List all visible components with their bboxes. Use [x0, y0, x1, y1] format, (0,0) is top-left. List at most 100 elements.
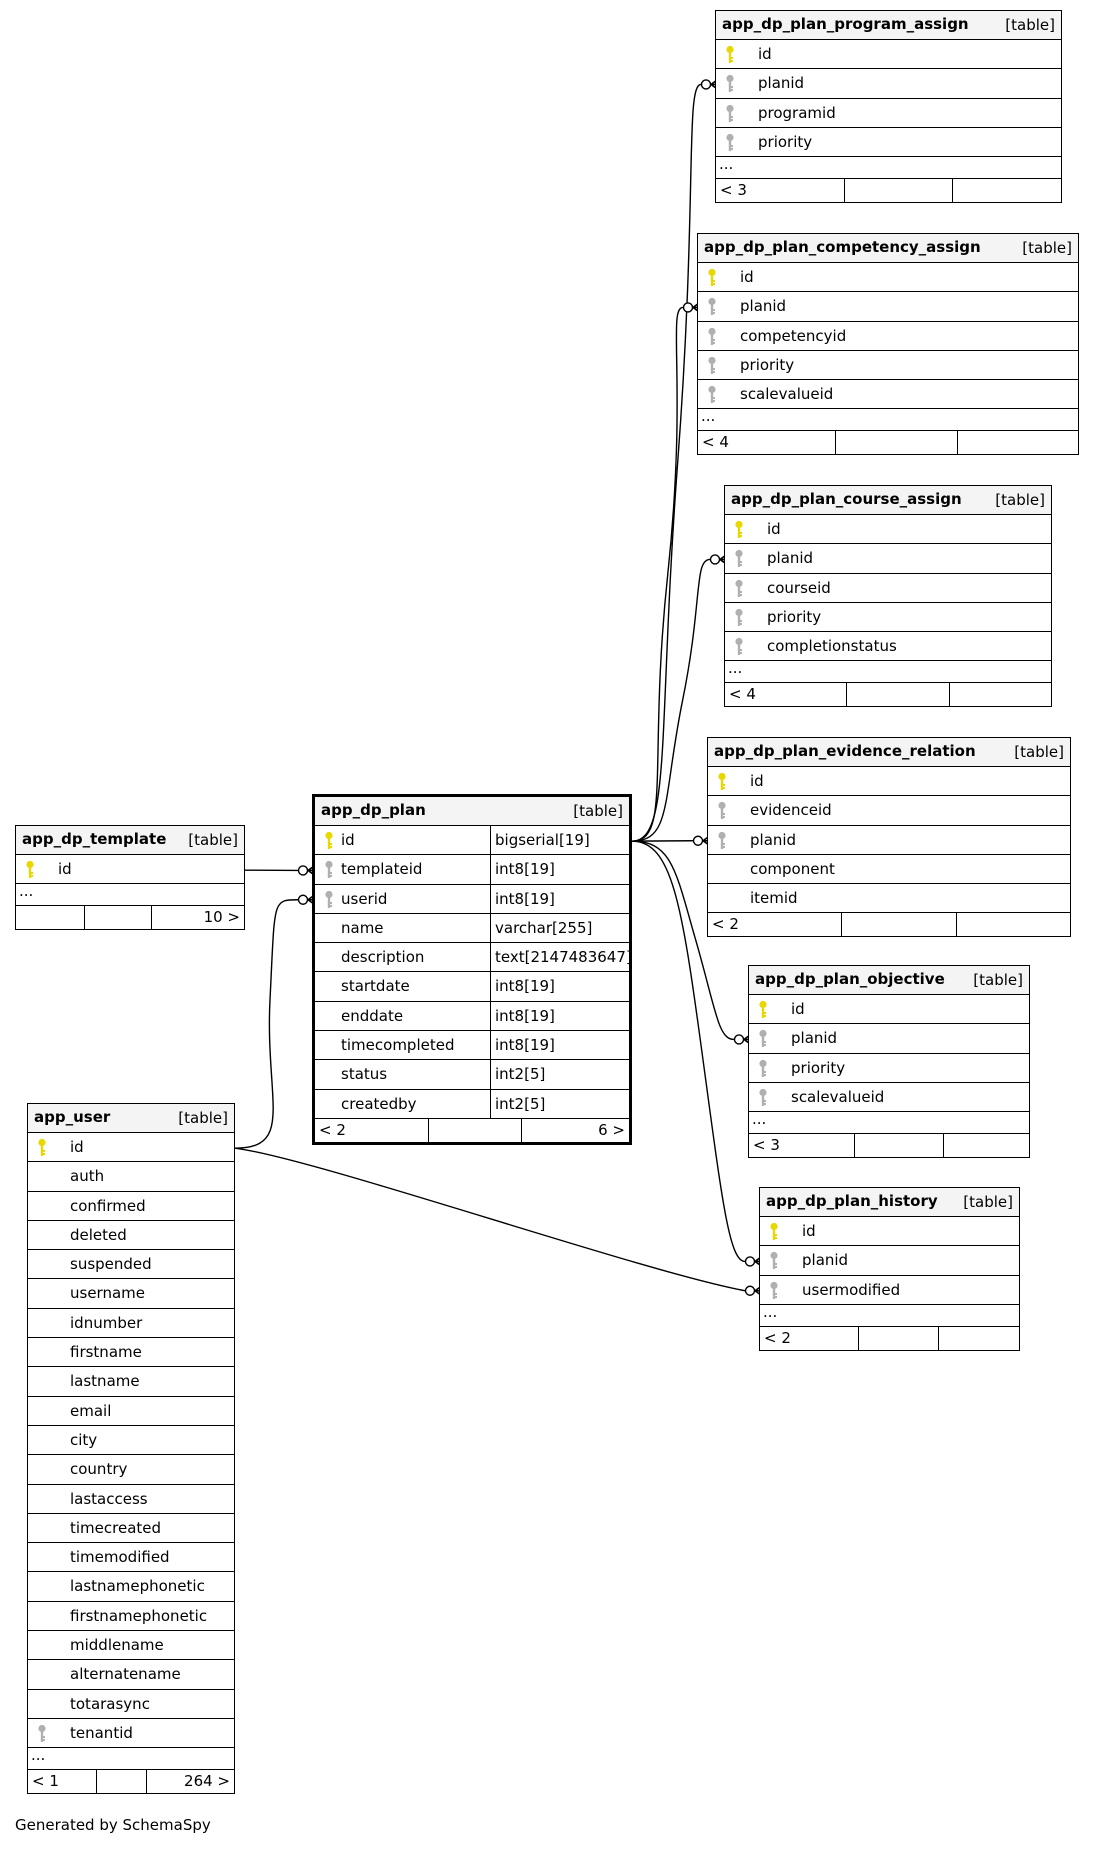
table-name[interactable]: app_dp_plan_competency_assign	[704, 238, 981, 256]
column-row[interactable]: priority	[716, 128, 1061, 158]
parent-count[interactable]: < 4	[702, 433, 729, 452]
parent-count[interactable]: < 4	[729, 685, 756, 704]
column-row[interactable]: scalevalueid	[749, 1083, 1029, 1113]
column-row[interactable]: planid	[708, 826, 1070, 855]
column-row[interactable]: priority	[749, 1054, 1029, 1083]
table-name[interactable]: app_dp_plan_program_assign	[722, 15, 969, 33]
column-row[interactable]: id	[708, 767, 1070, 797]
column-name: timemodified	[70, 1548, 170, 1567]
column-row[interactable]: lastname	[28, 1367, 234, 1397]
column-row[interactable]: username	[28, 1279, 234, 1309]
column-row[interactable]: totarasync	[28, 1690, 234, 1719]
column-row[interactable]: planid	[725, 544, 1051, 574]
table-name[interactable]: app_dp_template	[22, 830, 167, 848]
column-row[interactable]: planid	[698, 292, 1078, 322]
table-name[interactable]: app_dp_plan_history	[766, 1192, 938, 1210]
primary-key-icon	[706, 268, 718, 288]
column-name: totarasync	[70, 1694, 150, 1713]
column-row[interactable]: itemid	[708, 884, 1070, 914]
column-row[interactable]: planid	[716, 69, 1061, 99]
child-count[interactable]: 264 >	[184, 1772, 230, 1791]
parent-count[interactable]: < 2	[712, 915, 739, 934]
column-row[interactable]: email	[28, 1397, 234, 1426]
column-row[interactable]: city	[28, 1426, 234, 1456]
column-row[interactable]: timecreated	[28, 1514, 234, 1544]
column-row[interactable]: tenantid	[28, 1719, 234, 1749]
more-columns-ellipsis: ...	[749, 1110, 1029, 1135]
edge-user-to-plan	[234, 899, 299, 1149]
column-row[interactable]: timemodified	[28, 1543, 234, 1573]
column-row[interactable]: suspended	[28, 1250, 234, 1280]
crowfoot-icon	[692, 835, 711, 847]
column-row[interactable]: priority	[725, 603, 1051, 633]
parent-count[interactable]: < 3	[753, 1136, 780, 1155]
column-name: id	[740, 268, 754, 286]
primary-key-icon	[24, 860, 36, 880]
table-name[interactable]: app_dp_plan_evidence_relation	[714, 742, 976, 760]
column-row[interactable]: id	[760, 1217, 1019, 1247]
column-row[interactable]: scalevalueid	[698, 380, 1078, 410]
column-name: firstnamephonetic	[70, 1606, 208, 1625]
column-row[interactable]: courseid	[725, 574, 1051, 603]
column-row[interactable]: competencyid	[698, 322, 1078, 351]
column-row[interactable]: evidenceid	[708, 796, 1070, 826]
more-columns-ellipsis: ...	[760, 1303, 1019, 1327]
column-row[interactable]: planid	[749, 1024, 1029, 1054]
column-row[interactable]: id	[28, 1133, 234, 1163]
table-template[interactable]: app_dp_template[table]id...10 >	[15, 825, 245, 931]
column-row[interactable]: priority	[698, 351, 1078, 381]
column-row[interactable]: id	[698, 263, 1078, 293]
column-row[interactable]: auth	[28, 1162, 234, 1192]
column-row[interactable]: planid	[760, 1246, 1019, 1276]
column-row[interactable]: programid	[716, 99, 1061, 128]
parent-count[interactable]: < 2	[319, 1120, 346, 1139]
column-name: priority	[740, 355, 795, 374]
child-count[interactable]: 6 >	[598, 1120, 625, 1139]
column-row[interactable]: component	[708, 855, 1070, 885]
parent-count[interactable]: < 3	[720, 181, 747, 200]
column-row[interactable]: lastaccess	[28, 1485, 234, 1514]
column-row[interactable]: idnumber	[28, 1309, 234, 1339]
column-row[interactable]: middlename	[28, 1631, 234, 1661]
child-count[interactable]: 10 >	[203, 908, 240, 927]
column-row[interactable]: id	[16, 855, 244, 885]
table-name[interactable]: app_user	[34, 1108, 111, 1126]
column-row[interactable]: alternatename	[28, 1660, 234, 1690]
crowfoot-icon	[744, 1285, 763, 1297]
column-row[interactable]: id	[716, 40, 1061, 70]
column-row[interactable]: lastnamephonetic	[28, 1572, 234, 1602]
table-name[interactable]: app_dp_plan_course_assign	[731, 490, 962, 508]
column-row[interactable]: usermodified	[760, 1276, 1019, 1305]
table-name[interactable]: app_dp_plan_objective	[755, 970, 945, 988]
parent-count[interactable]: < 1	[32, 1772, 59, 1791]
foreign-key-icon	[733, 579, 745, 599]
column-row[interactable]: id	[725, 515, 1051, 545]
parent-count[interactable]: < 2	[764, 1328, 791, 1347]
column-row[interactable]: deleted	[28, 1221, 234, 1251]
table-name[interactable]: app_dp_plan	[321, 801, 426, 819]
column-row[interactable]: id	[749, 995, 1029, 1025]
column-row[interactable]: firstname	[28, 1338, 234, 1368]
column-row[interactable]: confirmed	[28, 1192, 234, 1221]
column-row[interactable]: firstnamephonetic	[28, 1602, 234, 1632]
column-row[interactable]: country	[28, 1455, 234, 1485]
column-row[interactable]: completionstatus	[725, 632, 1051, 662]
